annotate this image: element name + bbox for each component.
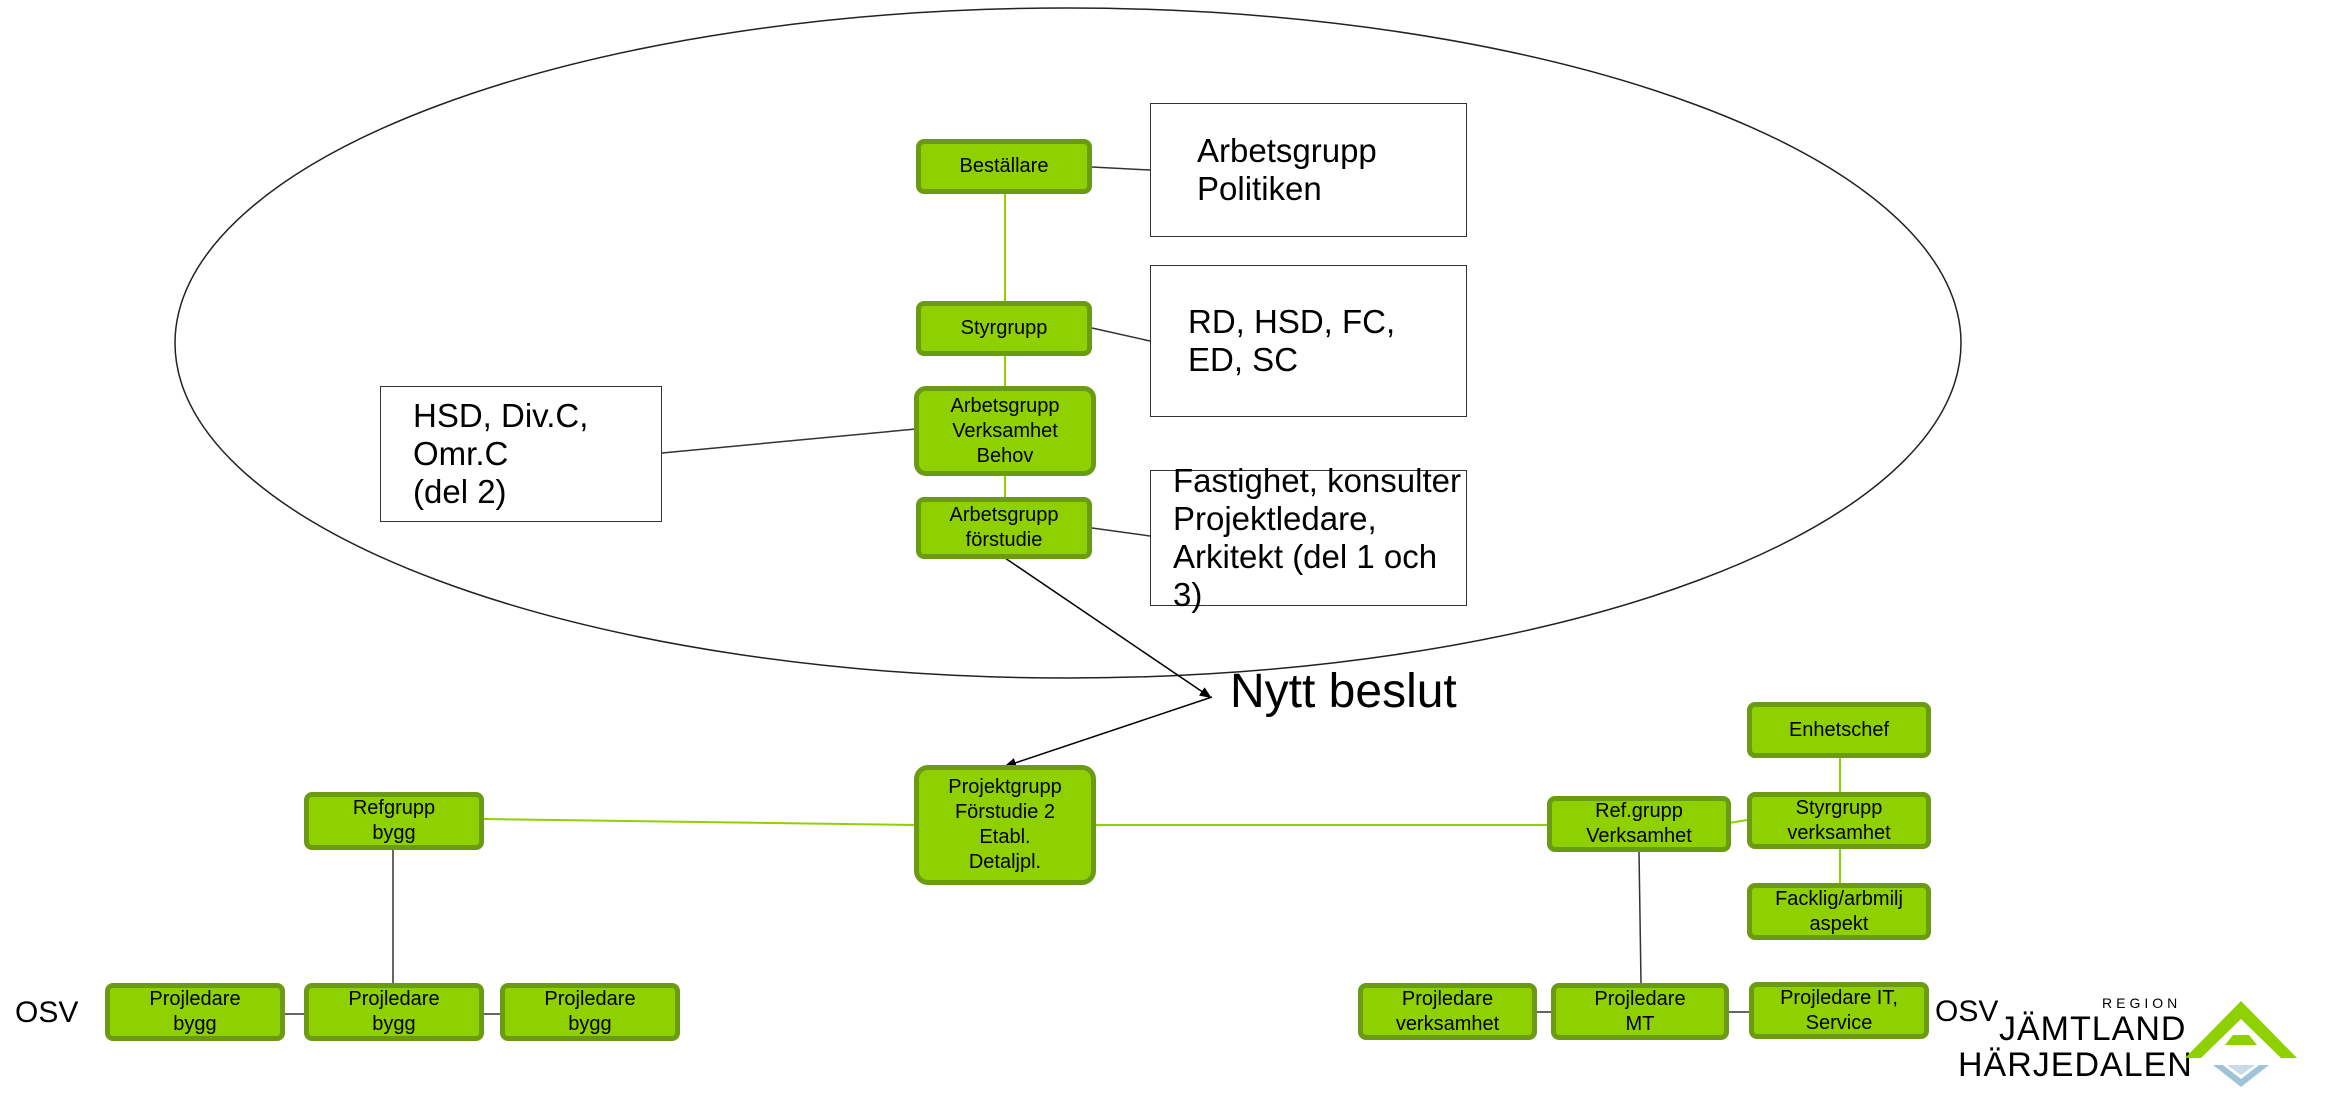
arrow-to-projektgrupp [1004,696,1213,768]
node-projledare-bygg-3: Projledare bygg [500,983,680,1041]
node-projledare-it: Projledare IT, Service [1749,982,1929,1039]
node-styrgrupp: Styrgrupp [916,301,1092,356]
logo-region-jamtland-harjedalen: REGION JÄMTLAND HÄRJEDALEN [1955,995,2325,1093]
node-enhetschef: Enhetschef [1747,702,1931,758]
node-projledare-bygg-2: Projledare bygg [304,983,484,1041]
note-arbetsgrupp-politiken: Arbetsgrupp Politiken [1150,103,1467,237]
node-refgrupp-verksamhet: Ref.grupp Verksamhet [1547,796,1731,852]
logo-mountain-icon [2185,1001,2297,1087]
label-osv-right: OSV [1935,995,1999,1028]
arrow-to-nytt-beslut [1004,557,1212,699]
label-osv-left: OSV [15,996,79,1029]
note-hsd-div: HSD, Div.C, Omr.C (del 2) [380,386,662,522]
dark-connectors [285,166,1749,1015]
node-projledare-verksamhet: Projledare verksamhet [1358,983,1537,1040]
scope-ellipse [174,7,1962,679]
node-bestallare: Beställare [916,139,1092,194]
note-rd-hsd: RD, HSD, FC, ED, SC [1150,265,1467,417]
node-styrgrupp-verksamhet: Styrgrupp verksamhet [1747,792,1931,849]
logo-line1-text: JÄMTLAND [1999,1010,2187,1048]
node-projledare-bygg-1: Projledare bygg [105,983,285,1041]
logo-line2-text: HÄRJEDALEN [1958,1046,2193,1084]
node-facklig: Facklig/arbmilj aspekt [1747,883,1931,940]
label-nytt-beslut: Nytt beslut [1230,665,1457,718]
node-projledare-mt: Projledare MT [1551,983,1729,1040]
note-fastighet: Fastighet, konsulter Projektledare, Arki… [1150,462,1467,613]
node-arbetsgrupp-forstudie: Arbetsgrupp förstudie [916,497,1092,559]
node-refgrupp-bygg: Refgrupp bygg [304,792,484,850]
node-arbetsgrupp-behov: Arbetsgrupp Verksamhet Behov [914,386,1096,476]
node-projektgrupp: Projektgrupp Förstudie 2 Etabl. Detaljpl… [914,765,1096,885]
green-connectors [483,193,1841,883]
logo-region-text: REGION [2102,995,2182,1011]
